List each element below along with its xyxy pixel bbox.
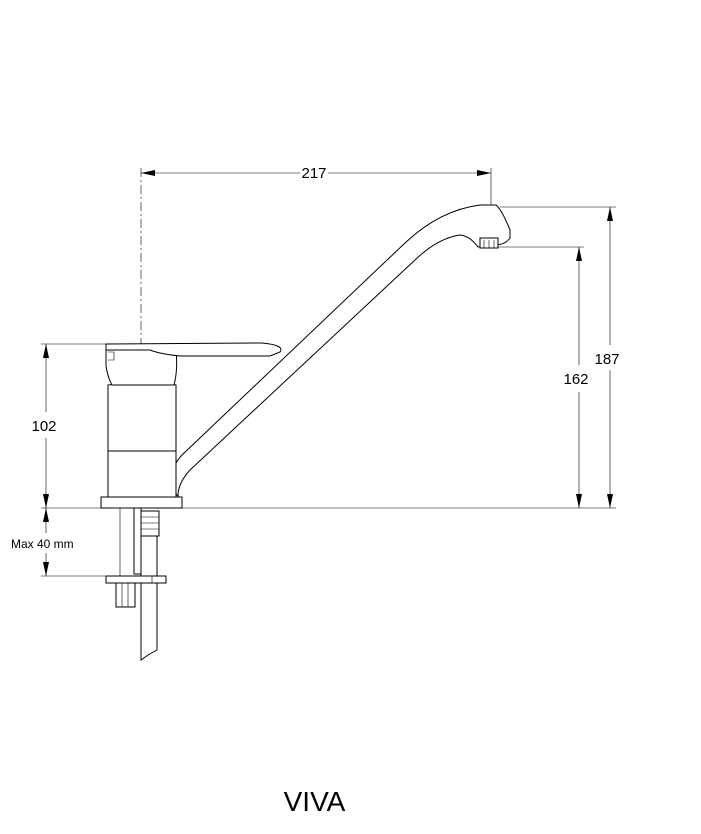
mounting-washer [105,575,167,584]
max-mount-label: Max 40 mm [11,537,74,551]
total-height-dimension: 187 [500,206,620,508]
lower-nut [115,582,136,608]
body-height-label: 102 [31,418,56,435]
width-dimension-label: 217 [301,165,326,182]
faucet-body [107,382,177,498]
lever-handle [105,342,282,357]
base-plate [100,496,183,509]
body-height-dimension: 102 [31,343,108,508]
mount-thickness-dimension: Max 40 mm [11,508,110,577]
mounting-nut [140,510,160,537]
model-name: VIVA [283,786,346,817]
supply-hose [140,535,158,661]
spout-height-label: 162 [563,371,588,388]
spout-height-dimension: 162 [494,246,589,508]
faucet-outline [100,204,511,661]
total-height-label: 187 [594,351,619,368]
